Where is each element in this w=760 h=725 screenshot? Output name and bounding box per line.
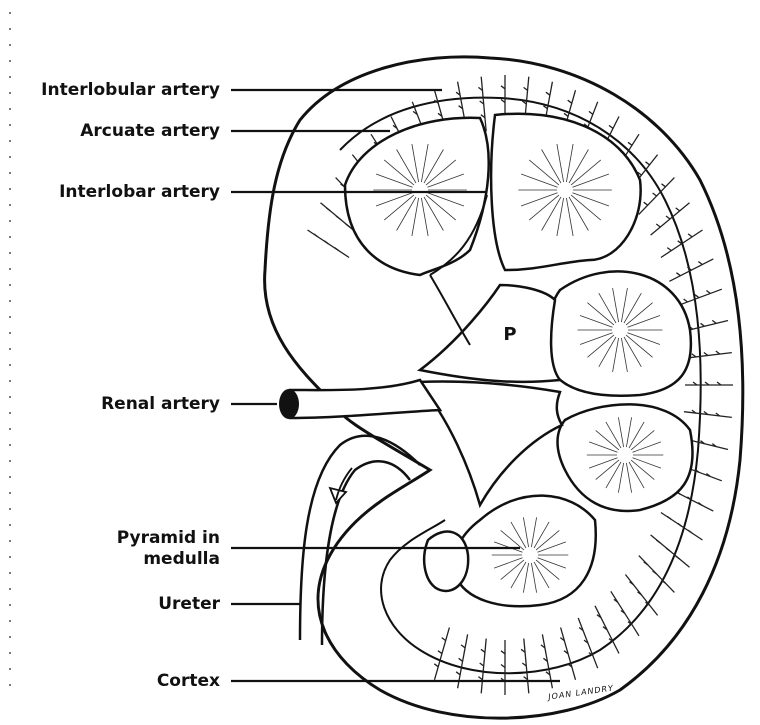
label-pelvis: P bbox=[500, 325, 520, 345]
label-interlobular-artery: Interlobular artery bbox=[20, 80, 220, 100]
ureter-flow-arrow bbox=[330, 468, 352, 503]
renal-artery-opening bbox=[279, 389, 299, 419]
label-renal-artery: Renal artery bbox=[20, 394, 220, 414]
label-arcuate-artery: Arcuate artery bbox=[20, 121, 220, 141]
label-pyramid-line2: medulla bbox=[20, 549, 220, 569]
label-pyramid-line1: Pyramid in bbox=[20, 528, 220, 548]
label-cortex: Cortex bbox=[20, 671, 220, 691]
label-ureter: Ureter bbox=[20, 594, 220, 614]
label-interlobar-artery: Interlobar artery bbox=[20, 182, 220, 202]
pyramid-small-left bbox=[424, 532, 468, 591]
pyramid-right-upper bbox=[548, 271, 691, 395]
